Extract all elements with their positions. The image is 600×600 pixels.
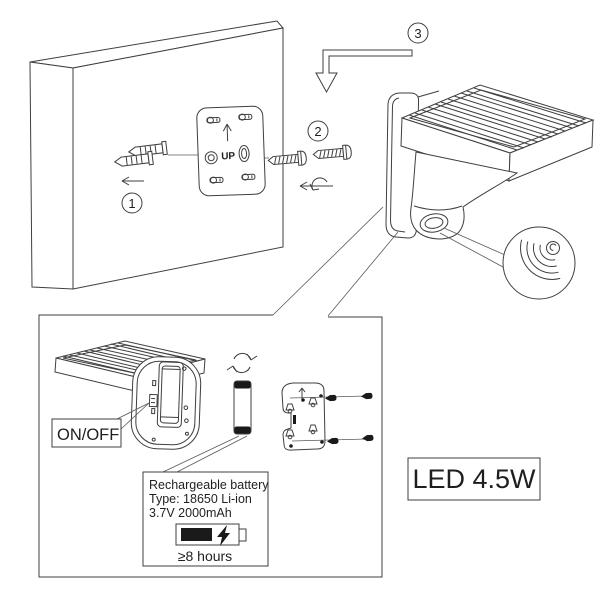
detail-callout-line [327,231,399,317]
mounting-screws [267,144,352,191]
step-2-number: 2 [314,124,321,139]
led-spec-text: LED 4.5W [412,464,536,494]
step-1-number: 1 [128,196,135,211]
step-3-number: 3 [414,26,421,41]
screw [312,144,352,160]
screw-turn-icon [299,177,333,191]
on-off-label: ON/OFF [51,402,150,448]
solar-panel [400,84,595,182]
keyhole-slot [206,116,221,124]
screw-hole-oval [238,145,250,163]
up-arrow-icon [298,387,306,399]
battery-rotate-icon [226,352,258,374]
keyhole-slot [238,113,253,121]
lamp-back-view [54,340,206,450]
battery-cell [233,380,252,435]
power-switch [148,393,158,408]
keyhole-slot [241,173,256,181]
screw [267,150,307,166]
step-2-marker: 2 [307,120,329,142]
solar-cell-grid [408,87,587,151]
motion-sensor-waves-icon [520,239,561,280]
battery-info-box: Rechargeable battery Type: 18650 Li-ion … [142,471,269,567]
battery-info-spec: 3.7V 2000mAh [149,506,232,520]
detail-callout-line [272,206,384,316]
keyhole-tabs [285,397,318,440]
battery-info-type: Type: 18650 Li-ion [149,492,252,506]
bent-down-arrow-icon [315,49,413,94]
battery-18650 [162,352,258,473]
led-spec-box: LED 4.5W [407,457,541,501]
detail-box-border [38,314,383,578]
step-3-marker: 3 [315,22,429,94]
battery-runtime: ≥8 hours [178,548,232,564]
up-arrow-icon [222,123,232,142]
up-label: UP [221,151,236,162]
assembled-lamp [385,84,595,240]
battery-charging-icon [175,523,247,546]
wall [29,20,284,290]
detail-circle [502,226,576,300]
step-1-marker: 1 [121,176,144,214]
on-off-text: ON/OFF [57,426,119,444]
plate-screws [325,392,374,445]
screw-hole-round [204,151,218,165]
battery-info-title: Rechargeable battery [149,478,269,492]
screw-hole-round-inner [207,154,215,162]
step-circle [121,192,143,214]
mounting-plate-back [281,382,374,451]
battery-compartment [156,361,184,428]
wall-anchors [113,140,168,167]
mounting-plate-front: UP [196,105,266,197]
sensor-detail-callout [439,226,576,300]
left-arrow-icon [121,176,144,186]
step-circle [307,120,329,142]
keyhole-slot [209,176,224,184]
lamp-body-back [130,356,202,450]
step-circle [407,22,429,44]
